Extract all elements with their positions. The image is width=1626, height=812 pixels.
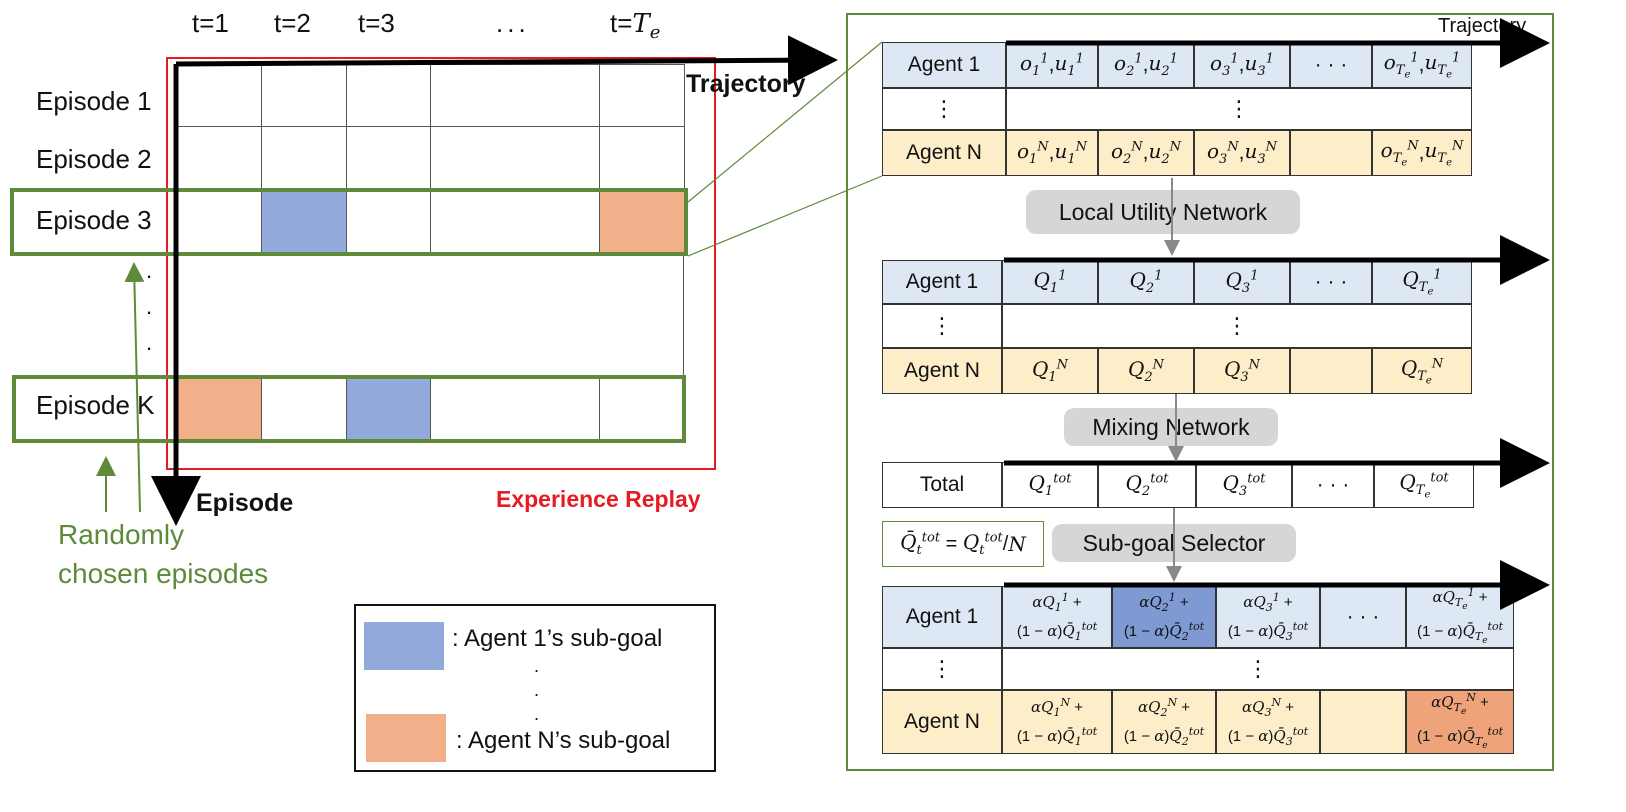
obs-action-cell: · · · (1290, 42, 1372, 88)
grid-cell (599, 64, 685, 127)
obs-action-cell: oTeN, uTeN (1372, 130, 1472, 176)
obs-action-cell: o1N, u1N (1006, 130, 1098, 176)
qbar-definition-box: Q̄ttot = Qttot/N (882, 521, 1044, 567)
mixing-network-box: Mixing Network (1064, 408, 1278, 446)
chosen-episodes-label: chosen episodes (58, 558, 269, 589)
agent-1-label: Agent 1 (882, 586, 1002, 648)
local-utility-network-box: Local Utility Network (1026, 190, 1300, 234)
vdots-cell: ⋮ (882, 88, 1006, 130)
selected-subgoal-agentN-cell: αQTeN +(1 − α)Q̄Tetot (1406, 690, 1514, 754)
obs-action-cell: oTe1, uTe1 (1372, 42, 1472, 88)
episode-axis-label: Episode (196, 489, 294, 517)
obs-action-cell (1290, 130, 1372, 176)
obs-action-cell: o3N, u3N (1194, 130, 1290, 176)
episode-label-3: Episode 3 (36, 205, 152, 235)
zoom-line-top (687, 41, 883, 203)
grid-cell (599, 126, 685, 191)
legend-agentN-label: : Agent N’s sub-goal (456, 727, 671, 754)
grid-gap-row (176, 252, 684, 378)
legend-dot: . (534, 680, 540, 700)
right-panel-frame (846, 13, 1554, 771)
q-total-cell: QTetot (1374, 462, 1474, 508)
time-label-te: t=Te (610, 8, 661, 44)
mixed-q-cell (1320, 690, 1406, 754)
mixed-q-cell: αQ2N +(1 − α)Q̄2tot (1112, 690, 1216, 754)
grid-cell (430, 378, 600, 441)
q-total-cell: Q2tot (1098, 462, 1196, 508)
grid-cell (176, 126, 262, 191)
vdots-cell: ⋮ (1002, 648, 1514, 690)
legend-box (354, 604, 716, 772)
grid-cell (430, 126, 600, 191)
obs-action-cell: o21, u21 (1098, 42, 1194, 88)
subgoal-cell-orange (599, 190, 685, 253)
mixed-q-cell: αQ1N +(1 − α)Q̄1tot (1002, 690, 1112, 754)
dot: . (146, 258, 153, 283)
episode-label-2: Episode 2 (36, 144, 152, 174)
q-total-cell: · · · (1292, 462, 1374, 508)
q-value-cell: QTeN (1372, 348, 1472, 394)
q-total-cell: Q1tot (1002, 462, 1098, 508)
green-arrow-2 (124, 262, 145, 513)
agent-n-label: Agent N (882, 690, 1002, 754)
agent-1-label: Agent 1 (882, 42, 1006, 88)
vdots-cell: ⋮ (1006, 88, 1472, 130)
dot: . (146, 294, 153, 319)
time-label-dots: ... (496, 8, 530, 38)
mixed-q-cell: αQ31 +(1 − α)Q̄3tot (1216, 586, 1320, 648)
zoom-line-bottom (687, 175, 883, 257)
vdots-cell: ⋮ (1002, 304, 1472, 348)
experience-replay-box (166, 57, 716, 470)
episode-label-k: Episode K (36, 390, 155, 420)
grid-cell (599, 378, 685, 441)
experience-replay-label: Experience Replay (496, 486, 701, 512)
selected-episode-3-box (10, 188, 688, 256)
episode-label-1: Episode 1 (36, 86, 152, 116)
dot: . (146, 330, 153, 355)
q-value-cell: Q1N (1002, 348, 1098, 394)
q-value-cell: QTe1 (1372, 260, 1472, 304)
time-label-3: t=3 (358, 8, 395, 38)
agent-n-label: Agent N (882, 348, 1002, 394)
q-value-cell: Q11 (1002, 260, 1098, 304)
trajectory-axis-arrow (175, 35, 838, 86)
time-label-2: t=2 (274, 8, 311, 38)
q-value-cell: Q2N (1098, 348, 1194, 394)
obs-action-cell: o31, u31 (1194, 42, 1290, 88)
agent-n-label: Agent N (882, 130, 1006, 176)
q-value-cell (1290, 348, 1372, 394)
obs-action-cell: o2N, u2N (1098, 130, 1194, 176)
trajectory-axis-label: Trajectory (686, 70, 806, 98)
time-label-1: t=1 (192, 8, 229, 38)
vdots-cell: ⋮ (882, 304, 1002, 348)
q-value-cell: · · · (1290, 260, 1372, 304)
q-value-cell: Q3N (1194, 348, 1290, 394)
grid-cell (346, 126, 431, 191)
q-total-cell: Q3tot (1196, 462, 1292, 508)
total-label: Total (882, 462, 1002, 508)
q-value-cell: Q31 (1194, 260, 1290, 304)
mixed-q-cell: αQ3N +(1 − α)Q̄3tot (1216, 690, 1320, 754)
selected-episode-k-box (12, 375, 686, 443)
legend-blue-swatch (364, 622, 444, 670)
legend-dot: . (534, 656, 540, 676)
legend-dot: . (534, 704, 540, 724)
vdots-cell: ⋮ (882, 648, 1002, 690)
mixed-q-cell: · · · (1320, 586, 1406, 648)
agent-1-label: Agent 1 (882, 260, 1002, 304)
legend-agent1-label: : Agent 1’s sub-goal (452, 625, 663, 652)
mixed-q-cell: αQ11 +(1 − α)Q̄1tot (1002, 586, 1112, 648)
legend-orange-swatch (366, 714, 446, 762)
mixed-q-cell: αQTe1 +(1 − α)Q̄Tetot (1406, 586, 1514, 648)
selected-subgoal-agent1-cell: αQ21 +(1 − α)Q̄2tot (1112, 586, 1216, 648)
